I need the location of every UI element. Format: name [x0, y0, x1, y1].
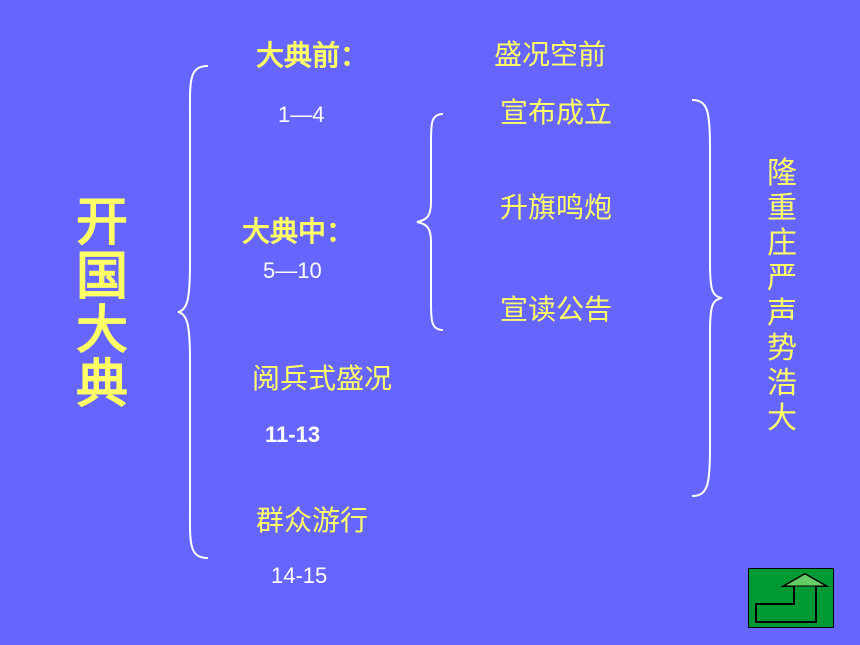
main-left-brace: [177, 65, 209, 559]
parade-label: 阅兵式盛况: [252, 362, 393, 395]
procession-range: 14-15: [271, 563, 328, 588]
before-range: 1—4: [278, 102, 325, 127]
during-item-2: 升旗鸣炮: [500, 191, 613, 224]
summary-text: 隆重庄严 声势浩大: [767, 156, 797, 436]
main-title: 开国大典: [75, 193, 128, 415]
during-heading: 大典中：: [242, 215, 355, 248]
return-arrow-icon: [748, 568, 834, 628]
before-heading: 大典前：: [256, 39, 369, 72]
procession-label: 群众游行: [256, 504, 369, 537]
summary-right-brace: [691, 99, 723, 497]
before-description: 盛况空前: [494, 38, 607, 71]
during-item-3: 宣读公告: [500, 293, 613, 326]
parade-range: 11-13: [265, 422, 321, 447]
during-items-brace: [416, 113, 444, 331]
during-range: 5—10: [263, 258, 322, 283]
return-button[interactable]: [748, 568, 834, 628]
during-item-1: 宣布成立: [500, 96, 613, 129]
